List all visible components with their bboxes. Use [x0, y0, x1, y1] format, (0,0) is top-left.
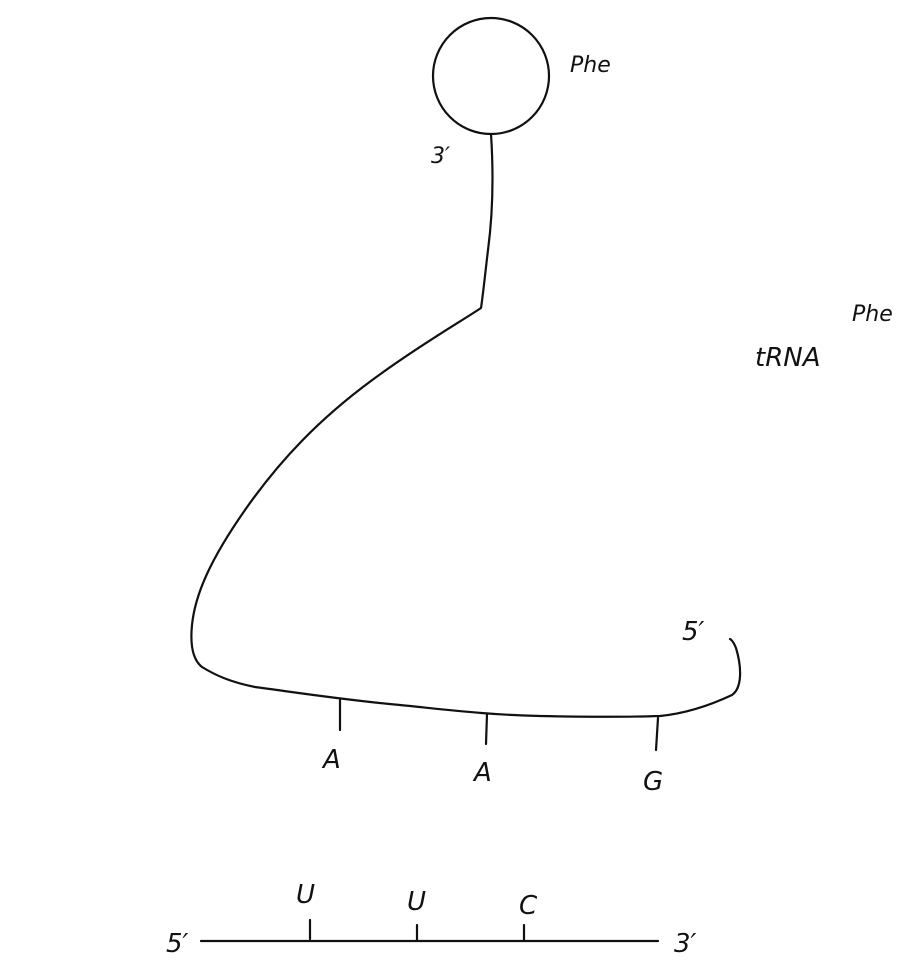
trna-three-prime-label: 3′	[431, 144, 450, 169]
anticodon-tick-3	[654, 716, 660, 752]
amino-acid-circle	[431, 16, 551, 136]
trna-name: tRNA	[755, 343, 821, 373]
anticodon-base-3: G	[643, 767, 663, 797]
anticodon-base-1: A	[321, 745, 341, 775]
amino-acid-label: Phe	[570, 53, 611, 78]
anticodon-tick-2	[484, 712, 489, 746]
mrna-five-prime-label: 5′	[166, 929, 189, 959]
trna-superscript: Phe	[852, 302, 893, 327]
codon-base-1: U	[296, 880, 315, 910]
trna-backbone	[190, 132, 742, 718]
codon-base-3: C	[519, 891, 538, 921]
mrna-three-prime-label: 3′	[674, 929, 697, 959]
trna-five-prime-label: 5′	[682, 617, 705, 647]
codon-base-2: U	[407, 887, 426, 917]
anticodon-base-2: A	[472, 758, 492, 788]
